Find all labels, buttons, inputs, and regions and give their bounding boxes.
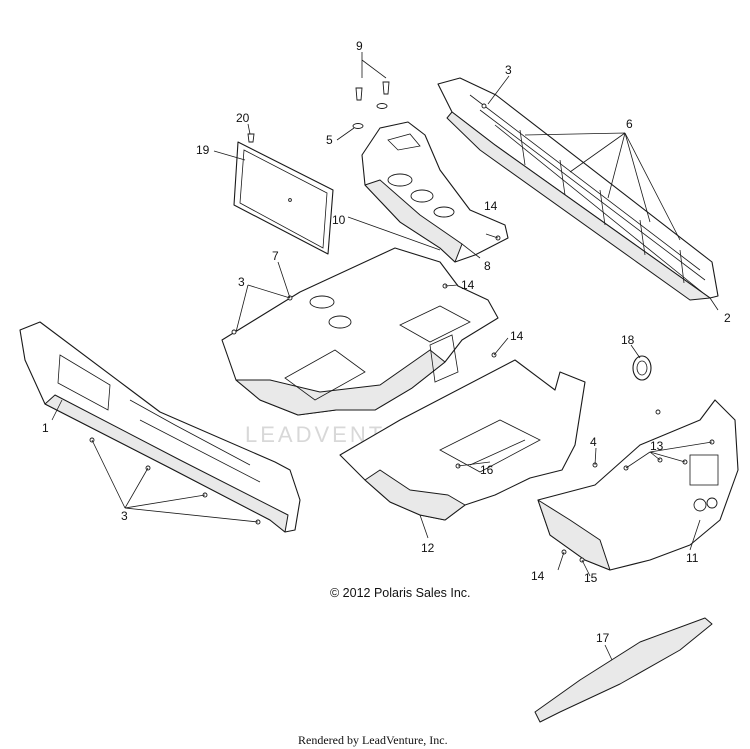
leader-lines <box>51 52 719 661</box>
callout-11: 11 <box>686 551 699 565</box>
part-20-screw <box>247 133 255 143</box>
part-18-grommet <box>632 355 652 381</box>
callout-3-mid: 3 <box>238 275 245 289</box>
part-2-right-rocker-panel <box>437 77 719 301</box>
part-7-front-floor-tub <box>221 247 499 416</box>
callout-10: 10 <box>332 213 346 227</box>
callout-13: 13 <box>650 439 664 453</box>
callout-20: 20 <box>236 111 250 125</box>
callout-14-bottom: 14 <box>531 569 545 583</box>
part-11-rear-panel <box>537 399 739 571</box>
part-9-5-hardware <box>352 81 390 129</box>
callout-19: 19 <box>196 143 210 157</box>
callout-4: 4 <box>590 435 597 449</box>
part-17-trim-strip <box>534 617 713 723</box>
callout-3-top: 3 <box>505 63 512 77</box>
callout-14-console: 14 <box>484 199 498 213</box>
callout-5: 5 <box>326 133 333 147</box>
callout-7: 7 <box>272 249 279 263</box>
callout-3-bottom: 3 <box>121 509 128 523</box>
part-8-center-console <box>361 121 509 263</box>
rendered-by: Rendered by LeadVenture, Inc. <box>298 733 448 747</box>
callout-12: 12 <box>421 541 435 555</box>
copyright: © 2012 Polaris Sales Inc. <box>330 586 471 600</box>
part-12-rear-floor-tub <box>339 359 586 521</box>
callout-15: 15 <box>584 571 598 585</box>
callout-14-tub: 14 <box>461 278 475 292</box>
callout-6: 6 <box>626 117 633 131</box>
callout-18: 18 <box>621 333 635 347</box>
callout-14-right: 14 <box>510 329 524 343</box>
callout-17: 17 <box>596 631 610 645</box>
part-1-left-rocker-panel <box>19 321 301 533</box>
callout-16: 16 <box>480 463 494 477</box>
callout-numbers: 9 5 20 19 3 6 2 10 14 8 7 3 14 14 18 1 3… <box>42 39 731 645</box>
callout-2: 2 <box>724 311 731 325</box>
callout-1: 1 <box>42 421 49 435</box>
callout-9: 9 <box>356 39 363 53</box>
callout-8: 8 <box>484 259 491 273</box>
part-19-panel <box>233 141 334 255</box>
